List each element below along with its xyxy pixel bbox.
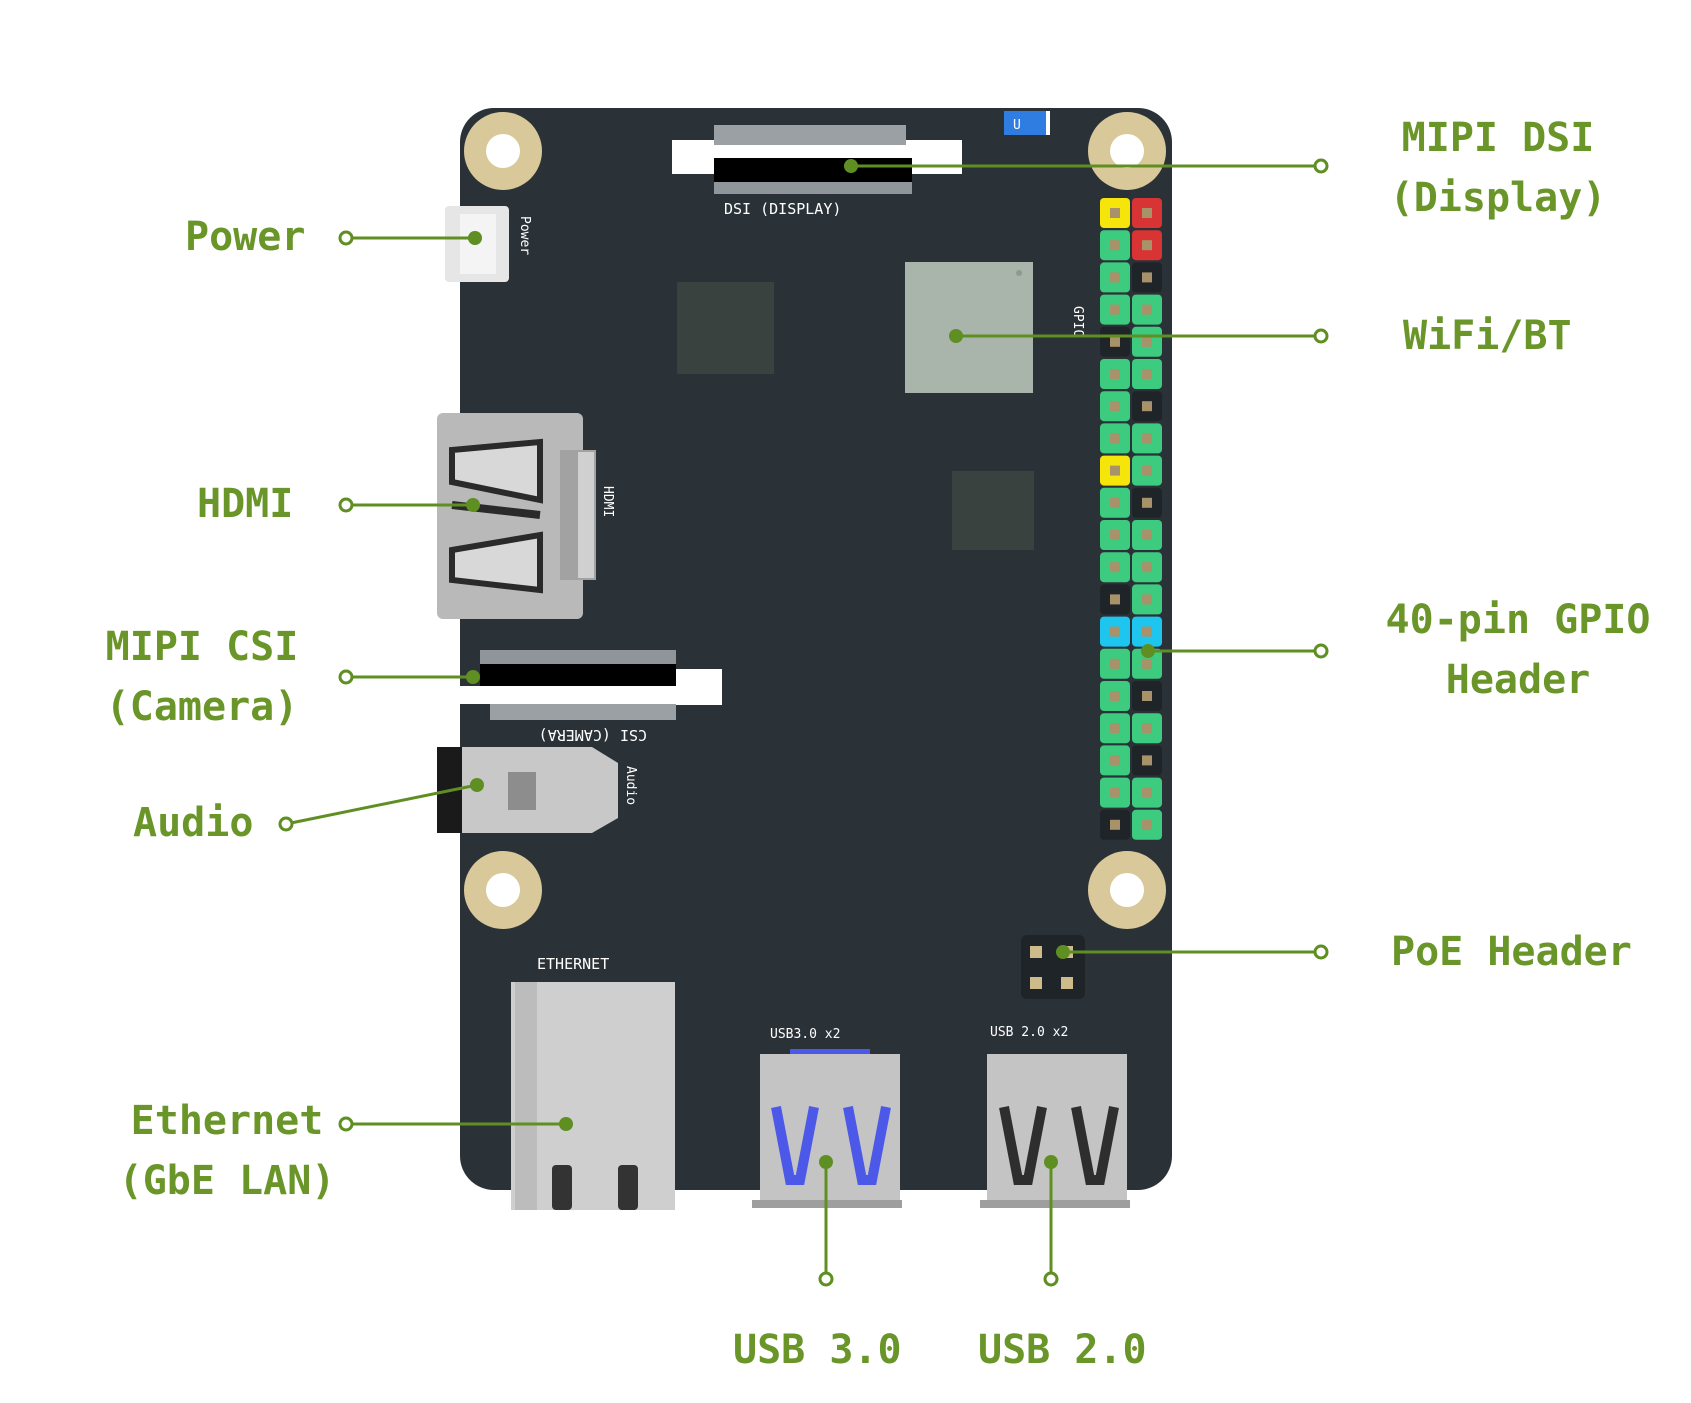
gpio-pin-pad: [1110, 658, 1120, 669]
audio-silk: Audio: [623, 766, 638, 805]
wifi-bt-module: [905, 262, 1033, 393]
gpio-pin-pad: [1142, 787, 1152, 798]
gpio-pin-pad: [1142, 626, 1152, 637]
gpio-pin-pad: [1142, 369, 1152, 379]
gpio-pin-pad: [1110, 562, 1120, 573]
gpio-pin-pad: [1142, 562, 1152, 573]
label-audio: Audio: [133, 800, 254, 846]
power-silk: Power: [517, 216, 532, 255]
gpio-pin-pad: [1110, 401, 1120, 412]
gpio-pin-pad: [1142, 401, 1152, 412]
gpio-pin-pad: [1110, 465, 1120, 476]
audio-jack: [437, 747, 618, 833]
svg-text:U: U: [1013, 118, 1021, 133]
gpio-pin-pad: [1110, 240, 1120, 251]
gpio-pin-pad: [1110, 336, 1120, 347]
gpio-pin-pad: [1142, 208, 1152, 218]
dsi-silk: DSI (DISPLAY): [724, 200, 841, 218]
label-poe: PoE Header: [1391, 929, 1632, 975]
gpio-pin-pad: [1142, 465, 1152, 476]
label-mipi-csi: MIPI CSI(Camera): [105, 624, 299, 730]
gpio-pin-pad: [1142, 658, 1152, 669]
gpio-pin-pad: [1110, 755, 1120, 766]
csi-connector: [460, 650, 722, 720]
gpio-pin-pad: [1110, 304, 1120, 315]
gpio-pin-pad: [1110, 691, 1120, 701]
leader-lines: [278, 158, 1329, 1287]
label-hdmi: HDMI: [197, 481, 294, 527]
gpio-pin-pad: [1110, 208, 1120, 218]
gpio-pin-pad: [1110, 369, 1120, 379]
usb2-silk: USB 2.0 x2: [990, 1025, 1068, 1040]
gpio-pin-pad: [1110, 272, 1120, 283]
gpio-pin-pad: [1142, 272, 1152, 283]
usb3-silk: USB3.0 x2: [770, 1027, 840, 1042]
label-wifi-bt: WiFi/BT: [1403, 313, 1572, 359]
soc-chip: [677, 282, 774, 374]
poe-header: [1021, 935, 1085, 999]
gpio-pin-pad: [1110, 433, 1120, 444]
gpio-pin-pad: [1142, 755, 1152, 766]
gpio-pin-pad: [1142, 433, 1152, 444]
mounting-holes: [464, 112, 1166, 929]
u-marker: U: [1004, 111, 1050, 135]
ethernet-silk: ETHERNET: [537, 955, 609, 973]
gpio-pin-pad: [1142, 530, 1152, 540]
label-power: Power: [185, 214, 306, 260]
gpio-pin-pad: [1110, 787, 1120, 798]
label-mipi-dsi: MIPI DSI(Display): [1389, 115, 1607, 221]
csi-silk: CSI (CAMERA): [539, 726, 647, 744]
gpio-pin-pad: [1142, 497, 1152, 508]
gpio-pin-pad: [1142, 336, 1152, 347]
gpio-header: [1100, 198, 1162, 840]
memory-chip: [952, 471, 1034, 550]
gpio-pin-pad: [1110, 530, 1120, 540]
gpio-pin-pad: [1110, 723, 1120, 734]
gpio-pin-pad: [1142, 723, 1152, 734]
ethernet-port: [511, 982, 675, 1210]
gpio-pin-pad: [1142, 691, 1152, 701]
usb2-port: [980, 1054, 1130, 1208]
gpio-pin-pad: [1142, 594, 1152, 605]
hdmi-silk: HDMI: [600, 486, 615, 517]
gpio-pin-pad: [1110, 819, 1120, 830]
gpio-pin-pad: [1110, 626, 1120, 637]
gpio-pin-pad: [1142, 240, 1152, 251]
label-usb2: USB 2.0: [978, 1327, 1147, 1373]
label-ethernet: Ethernet(GbE LAN): [118, 1098, 336, 1204]
gpio-pin-pad: [1110, 594, 1120, 605]
dsi-connector: [672, 125, 962, 194]
gpio-silk: GPIO: [1070, 306, 1085, 337]
gpio-pin-pad: [1142, 304, 1152, 315]
gpio-pin-pad: [1110, 497, 1120, 508]
gpio-pin-pad: [1142, 819, 1152, 830]
hdmi-port: [437, 413, 596, 619]
label-usb3: USB 3.0: [733, 1327, 902, 1373]
